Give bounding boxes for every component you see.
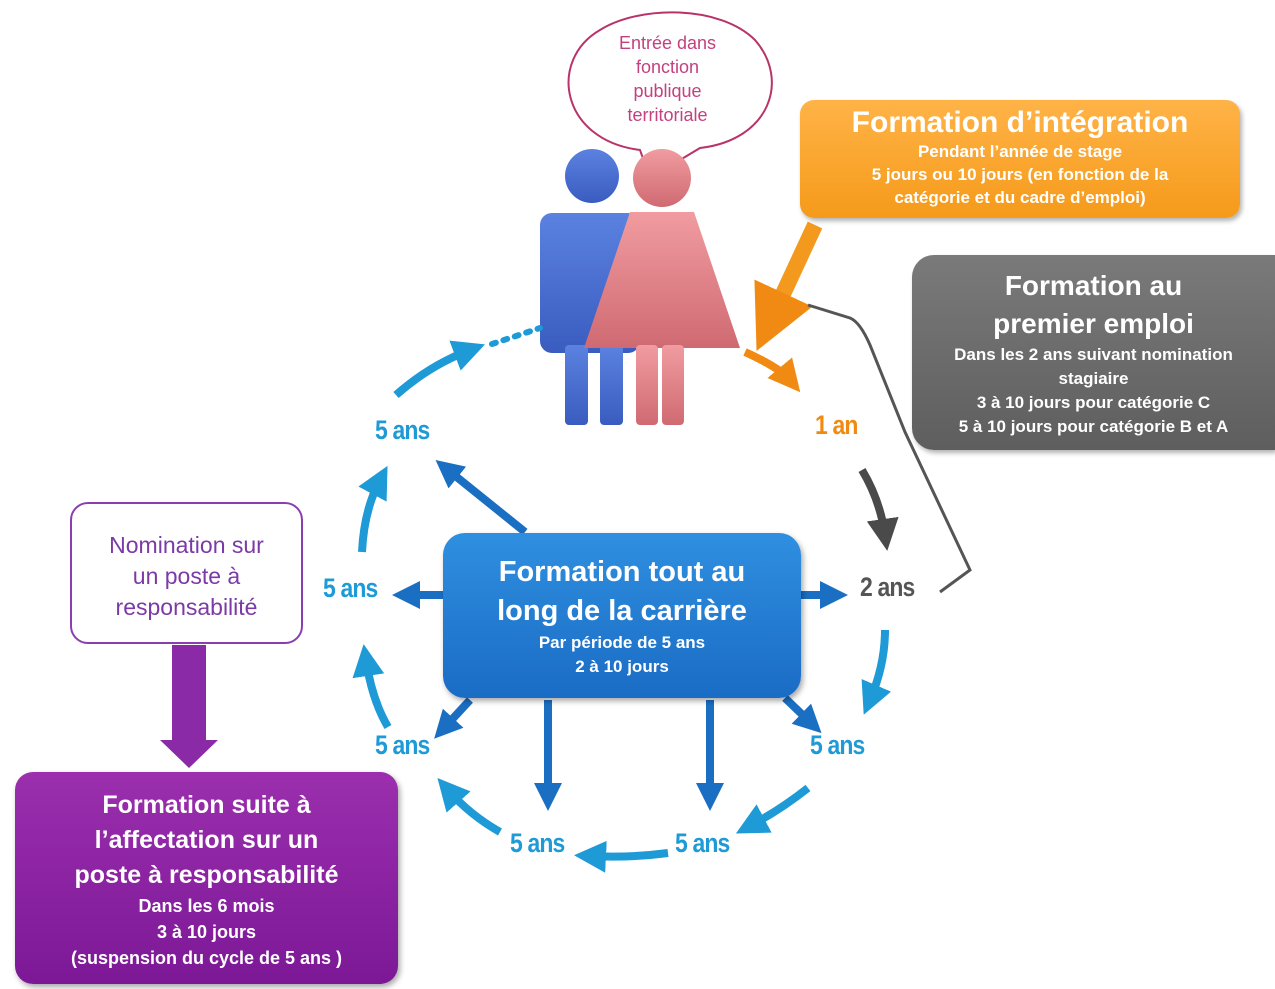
- cycle-arrow-2ans: [858, 467, 899, 551]
- integration-line: Pendant l’année de stage: [917, 142, 1123, 161]
- nomination-line: responsabilité: [115, 594, 258, 620]
- integration-pointer-arrow: [754, 221, 823, 352]
- integration-box: Formation d’intégration Pendant l’année …: [800, 100, 1240, 218]
- carriere-radiating-arrows: [392, 459, 848, 811]
- nomination-box: Nomination sur un poste à responsabilité: [70, 502, 303, 644]
- carriere-line: 2 à 10 jours: [575, 657, 669, 676]
- integration-line: catégorie et du cadre d’emploi): [894, 188, 1146, 207]
- cycle-arrow-bottom-left: [437, 777, 502, 836]
- affectation-box: Formation suite à l’affectation sur un p…: [15, 772, 398, 984]
- label-five-top-left: 5 ans: [375, 415, 430, 445]
- cycle-arrow-bottom: [574, 840, 669, 873]
- bubble-text: Entrée dans fonction publique territoria…: [585, 31, 750, 127]
- premier-emploi-line: Dans les 2 ans suivant nomination: [954, 345, 1233, 364]
- cycle-arrow-1an: [743, 348, 801, 393]
- bubble-line: fonction: [635, 57, 700, 77]
- affectation-title: Formation suite à l’affectation sur un p…: [74, 791, 339, 889]
- affectation-line: 3 à 10 jours: [156, 922, 257, 942]
- cycle-arrow-right: [861, 629, 892, 715]
- cycle-arrow-bottom-right: [735, 784, 811, 834]
- label-five-bottom-right: 5 ans: [675, 828, 730, 858]
- bubble-line: publique: [633, 81, 702, 101]
- bubble-line: territoriale: [627, 105, 708, 125]
- carriere-line: Par période de 5 ans: [538, 633, 706, 652]
- premier-emploi-line: 5 à 10 jours pour catégorie B et A: [958, 417, 1229, 436]
- bubble-line: Entrée dans: [618, 33, 717, 53]
- label-five-right: 5 ans: [810, 730, 865, 760]
- label-two-years: 2 ans: [860, 572, 915, 602]
- affectation-line: Dans les 6 mois: [138, 896, 275, 916]
- premier-emploi-bracket: [807, 303, 972, 594]
- nomination-down-arrow: [160, 645, 218, 768]
- label-five-left-mid: 5 ans: [323, 573, 378, 603]
- cycle-arrow-left-mid: [358, 465, 388, 553]
- premier-emploi-line: stagiaire: [1058, 369, 1129, 388]
- speech-bubble: [567, 11, 773, 180]
- premier-emploi-line: 3 à 10 jours pour catégorie C: [976, 393, 1211, 412]
- cycle-dots: [489, 325, 543, 347]
- carriere-box: Formation tout au long de la carrière Pa…: [443, 533, 801, 698]
- label-one-year: 1 an: [815, 410, 858, 440]
- carriere-title: Formation tout au long de la carrière: [497, 556, 747, 627]
- cycle-arrow-top-left: [393, 340, 485, 398]
- cycle-arrow-left-low: [352, 644, 392, 730]
- integration-line: 5 jours ou 10 jours (en fonction de la: [871, 165, 1169, 184]
- nomination-line: Nomination sur: [109, 532, 264, 558]
- label-five-bottom-left: 5 ans: [510, 828, 565, 858]
- woman-figure-icon: [584, 149, 740, 425]
- nomination-line: un poste à: [132, 563, 241, 589]
- premier-emploi-box: Formation au premier emploi Dans les 2 a…: [912, 255, 1275, 450]
- label-five-left-low: 5 ans: [375, 730, 430, 760]
- premier-emploi-title: Formation au premier emploi: [993, 270, 1194, 339]
- integration-title: Formation d’intégration: [851, 106, 1189, 139]
- affectation-line: (suspension du cycle de 5 ans ): [70, 948, 343, 968]
